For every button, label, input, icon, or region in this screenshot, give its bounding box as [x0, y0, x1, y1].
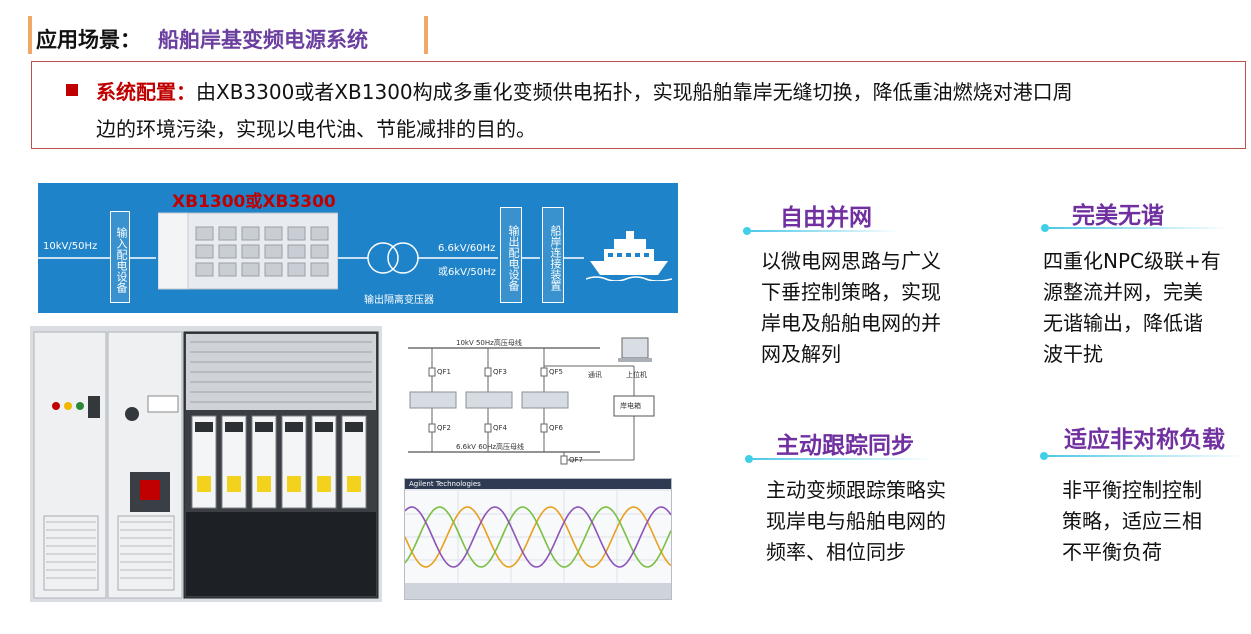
feature-body-4: 非平衡控制控制 策略，适应三相 不平衡负荷 [1062, 475, 1202, 568]
config-label: 系统配置： [96, 80, 196, 104]
input-voltage-label: 10kV/50Hz [43, 241, 98, 252]
feature-underline [1049, 227, 1229, 229]
host-label: 上位机 [626, 371, 647, 379]
feature-1-line: 网及解列 [761, 342, 841, 366]
config-text-1: 由XB3300或者XB1300构成多重化变频供电拓扑，实现船舶靠岸无缝切换，降低… [196, 80, 1073, 104]
cabinet-photo-drawing [30, 326, 382, 602]
feature-title-2: 完美无谐 [1072, 203, 1164, 229]
topology-lines [38, 242, 584, 274]
feature-2-line: 四重化NPC级联+有 [1043, 249, 1221, 273]
comm-label: 通讯 [588, 371, 602, 379]
feature-2-line: 波干扰 [1043, 342, 1103, 366]
qf4-label: QF4 [493, 424, 507, 432]
qf7-label: QF7 [569, 456, 583, 464]
feature-dot-icon [1041, 224, 1049, 232]
transformer-label: 输出隔离变压器 [364, 295, 434, 306]
config-text-line1: 系统配置：由XB3300或者XB1300构成多重化变频供电拓扑，实现船舶靠岸无缝… [96, 76, 1073, 105]
feature-4-line: 策略，适应三相 [1062, 509, 1202, 533]
qf2-label: QF2 [437, 424, 451, 432]
feature-body-1: 以微电网思路与广义 下垂控制策略，实现 岸电及船舶电网的并 网及解列 [761, 246, 941, 370]
scope-brand: Agilent Technologies [409, 480, 481, 488]
scope-softkeys [405, 583, 671, 599]
qf6-label: QF6 [549, 424, 563, 432]
ship-icon [586, 231, 672, 281]
header-accent-bar-left [28, 16, 32, 54]
single-line-lines [408, 337, 655, 465]
feature-1-line: 以微电网思路与广义 [761, 249, 941, 273]
cabinet-illustration [158, 212, 338, 290]
feature-underline [751, 230, 901, 232]
feature-1-line: 下垂控制策略，实现 [761, 280, 941, 304]
output-voltage-label-2: 或6kV/50Hz [438, 267, 496, 278]
feature-1-line: 岸电及船舶电网的并 [761, 311, 941, 335]
scope-waveforms [405, 491, 671, 583]
feature-3-line: 主动变频跟踪策略实 [766, 478, 946, 502]
output-equipment-box: 输出配电设备 [500, 207, 522, 303]
single-line-diagram: 10kV 50Hz高压母线 6.6kV 60Hz高压母线 QF1 QF3 QF5… [404, 336, 676, 476]
header-accent-bar-right [424, 16, 428, 54]
feature-dot-icon [743, 227, 751, 235]
cabinet-title: XB1300或XB3300 [172, 192, 336, 212]
oscilloscope-screen: Agilent Technologies [404, 478, 672, 600]
shore-box-label: 岸电箱 [620, 402, 641, 410]
qf5-label: QF5 [549, 368, 563, 376]
feature-title-1: 自由并网 [780, 205, 872, 231]
feature-3-line: 现岸电与船舶电网的 [766, 509, 946, 533]
feature-4-line: 不平衡负荷 [1062, 540, 1162, 564]
feature-body-2: 四重化NPC级联+有 源整流并网，完美 无谐输出，降低谐 波干扰 [1043, 246, 1221, 370]
feature-title-3: 主动跟踪同步 [776, 433, 914, 459]
feature-underline [753, 458, 933, 460]
output-voltage-label-1: 6.6kV/60Hz [438, 243, 496, 254]
feature-2-line: 源整流并网，完美 [1043, 280, 1203, 304]
config-text-line2: 边的环境污染，实现以电代油、节能减排的目的。 [96, 117, 536, 141]
feature-dot-icon [745, 455, 753, 463]
config-box [31, 61, 1246, 149]
bus-bottom-label: 6.6kV 60Hz高压母线 [456, 443, 525, 451]
bus-top-label: 10kV 50Hz高压母线 [456, 339, 522, 347]
feature-body-3: 主动变频跟踪策略实 现岸电与船舶电网的 频率、相位同步 [766, 475, 946, 568]
qf3-label: QF3 [493, 368, 507, 376]
topology-diagram: 10kV/50Hz 输入配电设备 XB1300或XB3300 6.6kV/60H… [38, 183, 678, 313]
feature-dot-icon [1040, 452, 1048, 460]
feature-title-4: 适应非对称负载 [1064, 427, 1225, 453]
scope-titlebar [405, 479, 671, 489]
feature-underline [1048, 455, 1246, 457]
feature-3-line: 频率、相位同步 [766, 540, 906, 564]
header-label: 应用场景： [36, 28, 141, 52]
qf1-label: QF1 [437, 368, 451, 376]
feature-4-line: 非平衡控制控制 [1062, 478, 1202, 502]
feature-2-line: 无谐输出，降低谐 [1043, 311, 1203, 335]
page-title: 船舶岸基变频电源系统 [158, 28, 368, 52]
cabinet-photo [30, 326, 382, 602]
square-bullet-icon [66, 84, 78, 96]
shore-connection-box: 船岸连接装置 [542, 207, 564, 303]
input-equipment-box: 输入配电设备 [110, 211, 130, 303]
